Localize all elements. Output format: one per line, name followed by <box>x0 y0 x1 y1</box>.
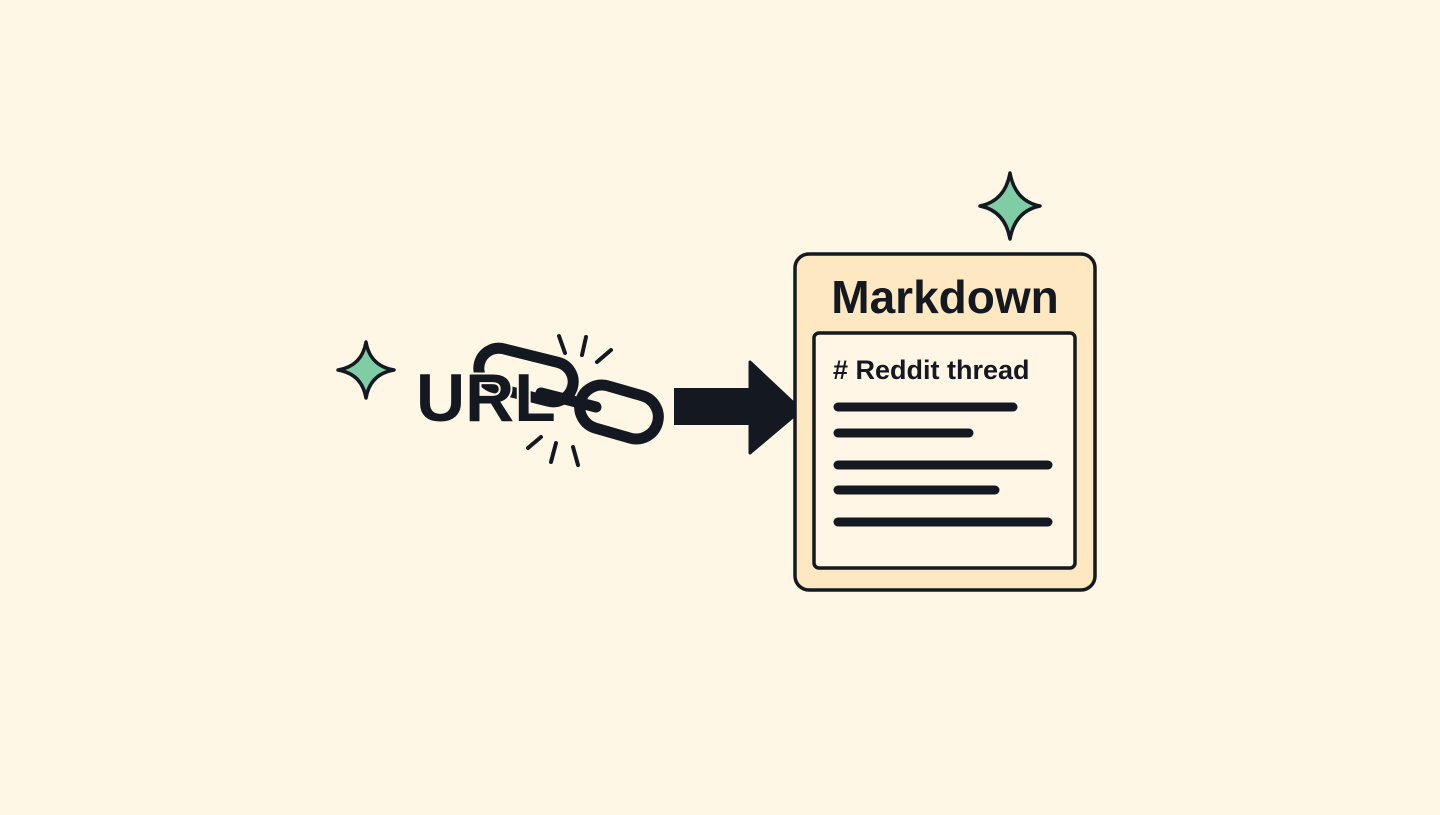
document-title: Markdown <box>831 271 1058 323</box>
text-lines <box>833 402 1053 527</box>
break-marks <box>526 334 613 467</box>
document-heading: # Reddit thread <box>833 355 1030 385</box>
sparkle-icon <box>336 340 396 400</box>
url-label: URL <box>416 360 556 436</box>
sparkle-icon <box>978 171 1042 241</box>
broken-chain-link-icon: URL <box>414 334 664 467</box>
arrow-right-icon <box>674 360 803 455</box>
markdown-document-card: Markdown # Reddit thread <box>793 252 1097 592</box>
